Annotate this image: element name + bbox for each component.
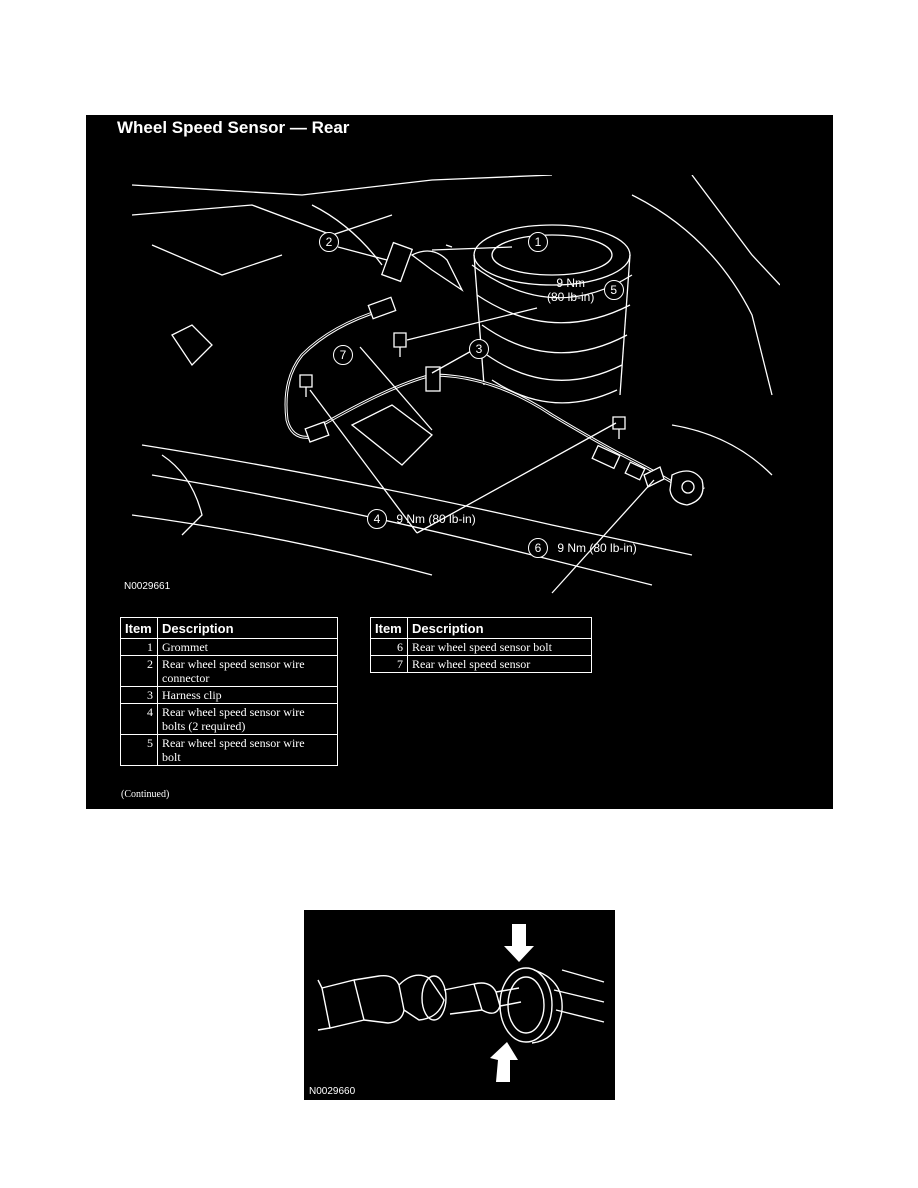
item-number: 1 xyxy=(120,638,158,656)
description-line: bolt xyxy=(162,750,181,764)
callout-2: 2 xyxy=(319,232,339,252)
description-line: bolts (2 required) xyxy=(162,719,246,733)
callout-5: 9 Nm (80 lb-in) 5 xyxy=(547,276,624,304)
item-number: 6 xyxy=(370,638,408,656)
suspension-illustration xyxy=(132,175,780,594)
item-description: Harness clip xyxy=(157,686,338,704)
callout-number: 1 xyxy=(528,232,548,252)
item-description: Rear wheel speed sensor bolt xyxy=(407,638,592,656)
table-row: 1 Grommet xyxy=(120,638,338,656)
callout-3: 3 xyxy=(469,339,489,359)
callout-4: 4 9 Nm (80 lb-in) xyxy=(367,509,476,529)
item-number: 2 xyxy=(120,655,158,687)
callout-number: 4 xyxy=(367,509,387,529)
callout-number: 5 xyxy=(603,280,624,300)
item-description: Grommet xyxy=(157,638,338,656)
arrow-up-icon xyxy=(490,1042,518,1082)
table-header-row: Item Description xyxy=(120,617,338,639)
item-table-right: Item Description 6 Rear wheel speed sens… xyxy=(370,617,592,673)
description-line: Rear wheel speed sensor wire xyxy=(162,736,305,750)
continued-note: (Continued) xyxy=(121,789,170,800)
description-line: connector xyxy=(162,671,210,685)
callout-number: 3 xyxy=(469,339,489,359)
table-header-row: Item Description xyxy=(370,617,592,639)
item-number: 4 xyxy=(120,703,158,735)
figure-grommet-detail: N0029660 xyxy=(304,910,615,1100)
description-line: Rear wheel speed sensor wire xyxy=(162,657,305,671)
item-number: 5 xyxy=(120,734,158,766)
figure-id: N0029660 xyxy=(309,1086,356,1097)
torque-value: 9 Nm (80 lb-in) xyxy=(396,512,476,526)
callout-7: 7 xyxy=(333,345,353,365)
torque-value: 9 Nm (80 lb-in) xyxy=(557,541,637,555)
description-line: Rear wheel speed sensor wire xyxy=(162,705,305,719)
table-row: 6 Rear wheel speed sensor bolt xyxy=(370,638,592,656)
callout-number: 7 xyxy=(333,345,353,365)
item-table-left: Item Description 1 Grommet 2 Rear wheel … xyxy=(120,617,338,766)
figure-title: Wheel Speed Sensor — Rear xyxy=(117,118,350,137)
column-header-item: Item xyxy=(120,617,158,639)
item-description: Rear wheel speed sensor xyxy=(407,655,592,673)
arrow-down-icon xyxy=(504,924,534,962)
item-number: 3 xyxy=(120,686,158,704)
figure-id: N0029661 xyxy=(124,581,171,592)
callout-number: 6 xyxy=(528,538,548,558)
column-header-description: Description xyxy=(407,617,592,639)
callout-6: 6 9 Nm (80 lb-in) xyxy=(528,538,637,558)
column-header-description: Description xyxy=(157,617,338,639)
figure-wheel-speed-sensor-rear: Wheel Speed Sensor — Rear xyxy=(86,115,833,809)
callout-number: 2 xyxy=(319,232,339,252)
torque-value-imperial: (80 lb-in) xyxy=(547,290,595,304)
callout-1: 1 xyxy=(528,232,548,252)
table-row: 7 Rear wheel speed sensor xyxy=(370,655,592,673)
torque-value: 9 Nm xyxy=(556,276,586,290)
item-number: 7 xyxy=(370,655,408,673)
description-line: Grommet xyxy=(162,640,208,654)
description-line: Harness clip xyxy=(162,688,222,702)
grommet-illustration xyxy=(317,924,605,1082)
table-row: 3 Harness clip xyxy=(120,686,338,704)
column-header-item: Item xyxy=(370,617,408,639)
